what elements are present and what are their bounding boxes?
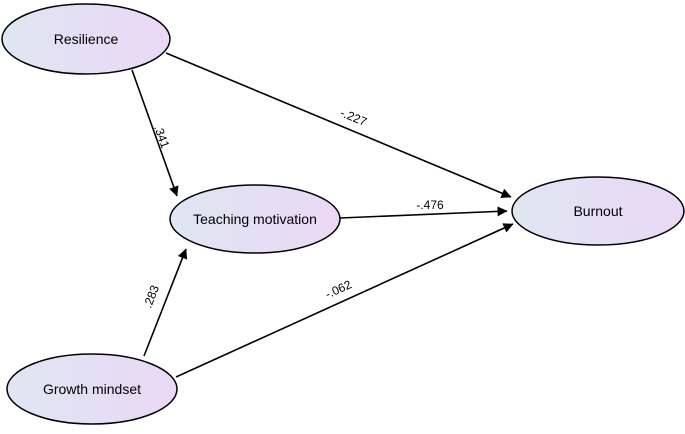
node-growth-mindset-label: Growth mindset: [43, 381, 141, 397]
node-burnout[interactable]: Burnout: [511, 176, 685, 246]
coef-mindset-to-motivation: .283: [141, 283, 163, 310]
arrow-motivation-to-burnout: [339, 206, 508, 219]
node-teaching-motivation[interactable]: Teaching motivation: [169, 184, 341, 254]
coef-resilience-to-motivation: .341: [151, 123, 172, 150]
arrow-resilience-to-motivation: [131, 69, 179, 197]
coef-resilience-to-burnout: -.227: [338, 106, 369, 130]
node-resilience[interactable]: Resilience: [1, 3, 171, 75]
node-resilience-label: Resilience: [54, 31, 119, 47]
node-burnout-label: Burnout: [573, 203, 622, 219]
node-teaching-motivation-label: Teaching motivation: [193, 211, 317, 227]
arrow-mindset-to-motivation: [143, 248, 188, 357]
arrow-resilience-to-burnout: [165, 52, 512, 198]
arrow-mindset-to-burnout: [175, 223, 514, 378]
coef-motivation-to-burnout: -.476: [416, 198, 444, 212]
node-growth-mindset[interactable]: Growth mindset: [6, 353, 178, 425]
